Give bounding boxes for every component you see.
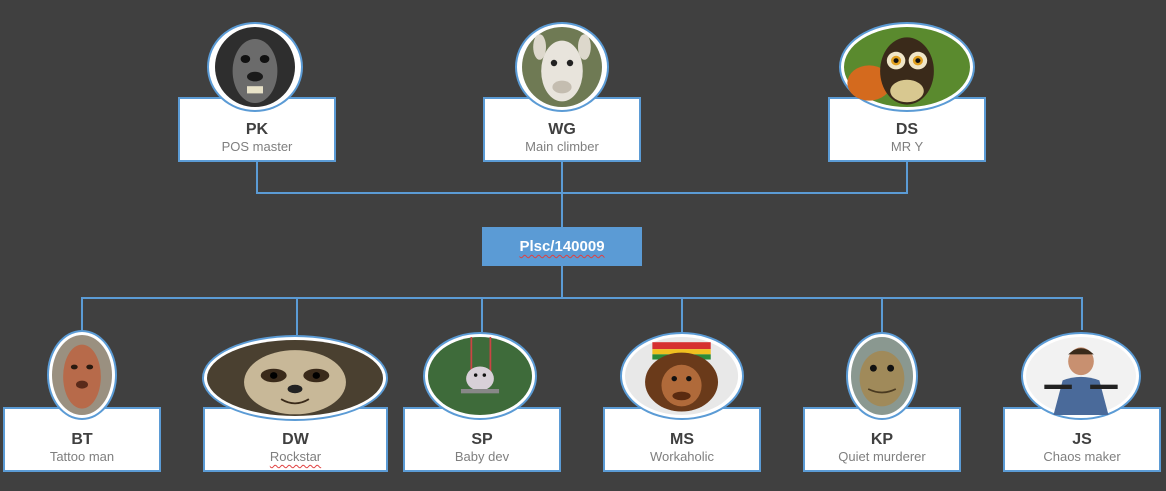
person-role: Workaholic: [649, 449, 715, 464]
person-initials: WG: [548, 121, 576, 138]
avatar-wg[interactable]: [515, 22, 609, 112]
person-initials: KP: [870, 431, 894, 448]
man-portrait-icon: [1026, 337, 1136, 415]
person-role: Chaos maker: [1043, 449, 1121, 464]
person-initials: JS: [1072, 431, 1092, 448]
person-role: MR Y: [890, 139, 924, 154]
person-role: POS master: [221, 139, 293, 154]
orangutan-dreadlocks-icon: [625, 337, 739, 415]
card-ms[interactable]: MS Workaholic: [603, 407, 761, 472]
dog-face-icon: [215, 27, 295, 107]
root-node[interactable]: Plsc/140009: [482, 227, 642, 266]
avatar-ds[interactable]: [839, 22, 975, 112]
avatar-dw[interactable]: [202, 335, 388, 421]
avatar-kp[interactable]: [846, 332, 918, 420]
root-label: Plsc/140009: [519, 238, 605, 255]
llama-face-icon: [522, 27, 602, 107]
person-initials: DW: [282, 431, 309, 448]
dog-face-icon: [52, 335, 112, 415]
person-initials: PK: [245, 121, 269, 138]
person-role: Main climber: [525, 139, 599, 154]
connector-bottom-bus: [81, 297, 1083, 330]
person-initials: SP: [471, 431, 493, 448]
avatar-bt[interactable]: [47, 330, 117, 420]
hamster-swing-icon: [428, 337, 532, 415]
sloth-face-icon: [207, 340, 383, 416]
person-role: Tattoo man: [49, 449, 115, 464]
avatar-pk[interactable]: [207, 22, 303, 112]
avatar-js[interactable]: [1021, 332, 1141, 420]
person-role: Baby dev: [454, 449, 510, 464]
person-initials: BT: [71, 431, 93, 448]
avatar-sp[interactable]: [423, 332, 537, 420]
connector-top-bus: [256, 161, 908, 194]
owl-icon: [844, 27, 970, 107]
person-role: Quiet murderer: [838, 449, 926, 464]
person-initials: MS: [670, 431, 694, 448]
person-role: Rockstar: [269, 449, 322, 464]
person-initials: DS: [895, 121, 919, 138]
turtle-face-icon: [851, 337, 913, 415]
avatar-ms[interactable]: [620, 332, 744, 420]
